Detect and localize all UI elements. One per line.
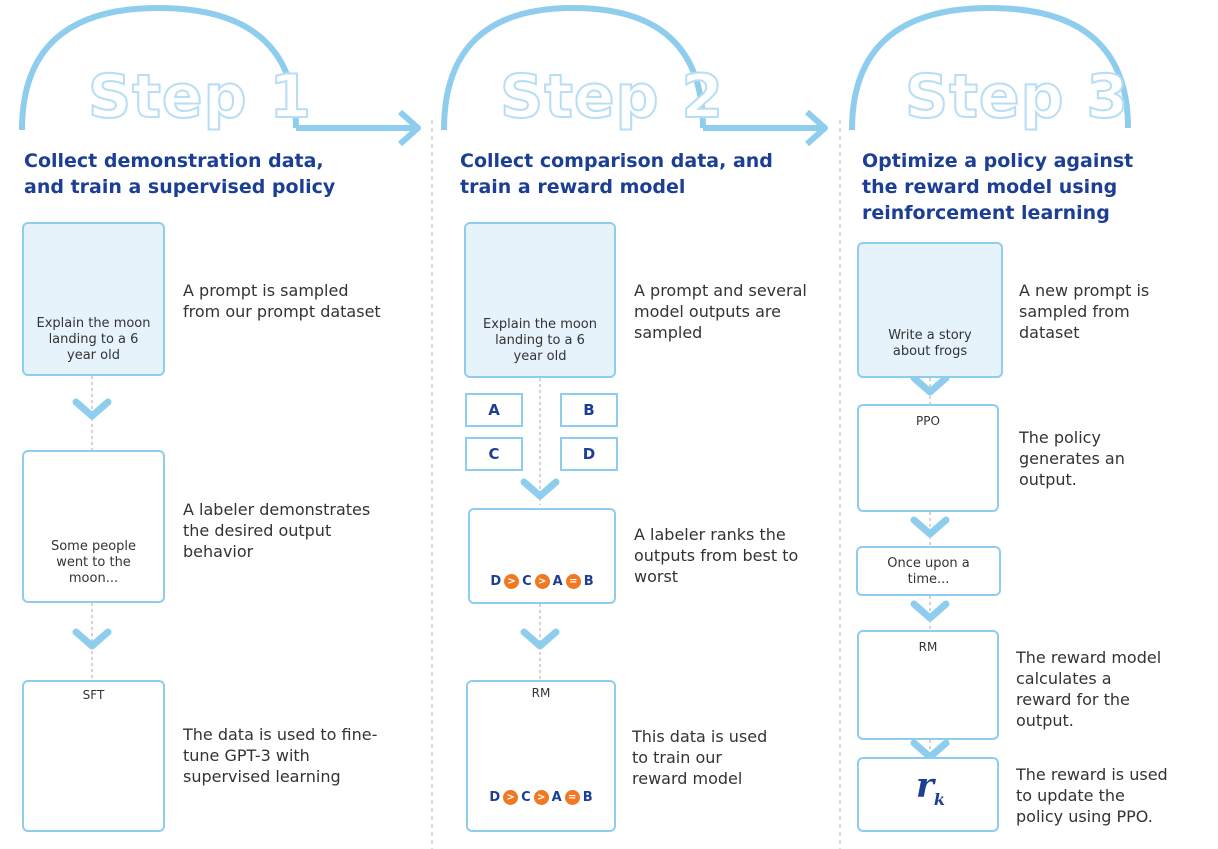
step-1-labeler-card [22, 450, 165, 603]
step-3-desc-2: The policy generates an output. [1019, 428, 1125, 489]
equals-icon: = [564, 790, 580, 805]
heading-line: Collect demonstration data, [24, 150, 324, 172]
step-1-model-card [22, 680, 165, 832]
step-3-heading: Optimize a policy against the reward mod… [862, 148, 1133, 226]
step-1-prompt-card [22, 222, 165, 376]
step-3-prompt-card [857, 242, 1003, 378]
option-a: A [465, 393, 523, 427]
ppo-label: PPO [916, 414, 940, 428]
step-2-prompt-card [464, 222, 616, 378]
step-2-desc-2: A labeler ranks the outputs from best to… [634, 525, 799, 586]
equals-icon: = [565, 574, 581, 589]
rm-label-step-2: RM [531, 686, 551, 700]
step-3-rm-card [857, 630, 999, 740]
step-1-desc-3: The data is used to fine- tune GPT-3 wit… [183, 725, 378, 786]
step-3-prompt-text: Write a story about frogs [888, 328, 972, 359]
greater-than-icon: > [534, 574, 550, 589]
step-1-heading: Collect demonstration data, and train a … [24, 148, 335, 200]
reward-symbol: rk [916, 766, 946, 809]
step-3-label: Step 3 [904, 61, 1130, 133]
step-3-desc-1: A new prompt is sampled from dataset [1019, 281, 1150, 342]
step-2-heading: Collect comparison data, and train a rew… [460, 148, 773, 200]
greater-than-icon: > [503, 790, 519, 805]
step-2-desc-1: A prompt and several model outputs are s… [634, 281, 807, 342]
step-3-output-card [856, 546, 1001, 596]
step-3-reward-card [857, 757, 999, 832]
heading-line: train a reward model [460, 176, 686, 198]
rm-label-step-3: RM [918, 640, 938, 654]
step-2-ranking-labeler: D> C> A= B [490, 574, 594, 589]
heading-line: Collect comparison data, and [460, 150, 773, 172]
step-1-label: Step 1 [87, 61, 313, 133]
heading-line: the reward model using [862, 176, 1118, 198]
sft-label: SFT [82, 688, 105, 702]
heading-line: and train a supervised policy [24, 176, 336, 198]
step-2-label: Step 2 [499, 61, 725, 133]
option-b: B [560, 393, 618, 427]
step-1-labeler-text: Some people went to the moon... [50, 539, 137, 586]
step-3-desc-3: The reward model calculates a reward for… [1016, 648, 1162, 730]
step-2-ranking-model: D> C> A= B [489, 790, 593, 805]
step-2-labeler-card [468, 508, 616, 604]
greater-than-icon: > [533, 790, 549, 805]
option-d: D [560, 437, 618, 471]
step-2-model-card [466, 680, 616, 832]
step-1-desc-1: A prompt is sampled from our prompt data… [183, 281, 381, 321]
step-2-prompt-text: Explain the moon landing to a 6 year old [483, 317, 597, 364]
step-3-desc-4: The reward is used to update the policy … [1016, 765, 1168, 826]
heading-line: Optimize a policy against [862, 150, 1134, 172]
heading-line: reinforcement learning [862, 202, 1110, 224]
greater-than-icon: > [504, 574, 520, 589]
step-3-output-text: Once upon a time... [887, 556, 970, 587]
step-3-policy-card [857, 404, 999, 512]
step-1-desc-2: A labeler demonstrates the desired outpu… [183, 500, 371, 561]
step-2-desc-3: This data is used to train our reward mo… [632, 727, 768, 788]
step-1-prompt-text: Explain the moon landing to a 6 year old [36, 316, 151, 363]
option-c: C [465, 437, 523, 471]
